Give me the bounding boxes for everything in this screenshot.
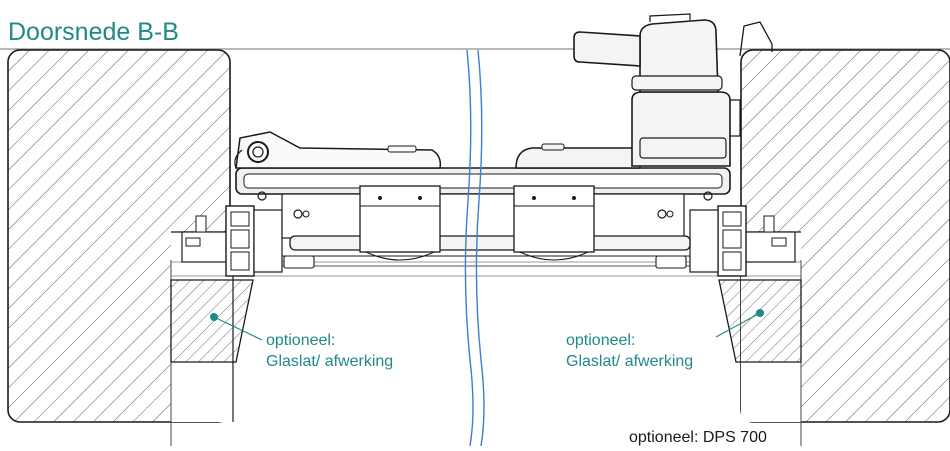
page-title: Doorsnede B-B <box>8 18 179 46</box>
left-hinge <box>234 131 442 169</box>
gaskets <box>195 215 775 269</box>
bottom-right-callout: optioneel: DPS 700 <box>629 429 767 446</box>
right-handle <box>515 13 773 169</box>
leader-left <box>210 313 263 341</box>
left-glazing-bead <box>170 279 254 363</box>
right-frame-profile <box>689 205 796 277</box>
break-lines <box>464 49 485 447</box>
right-callout-line2: Glaslat/ afwerking <box>566 353 693 370</box>
sash <box>235 167 731 267</box>
left-callout-line1: optioneel: <box>266 332 335 349</box>
center-spacers <box>359 185 595 261</box>
right-glazing-bead <box>718 279 802 363</box>
left-frame-profile <box>181 205 283 277</box>
left-callout-line2: Glaslat/ afwerking <box>266 353 393 370</box>
leader-right <box>715 309 764 338</box>
bolts <box>257 191 713 219</box>
right-callout-line1: optioneel: <box>566 332 635 349</box>
